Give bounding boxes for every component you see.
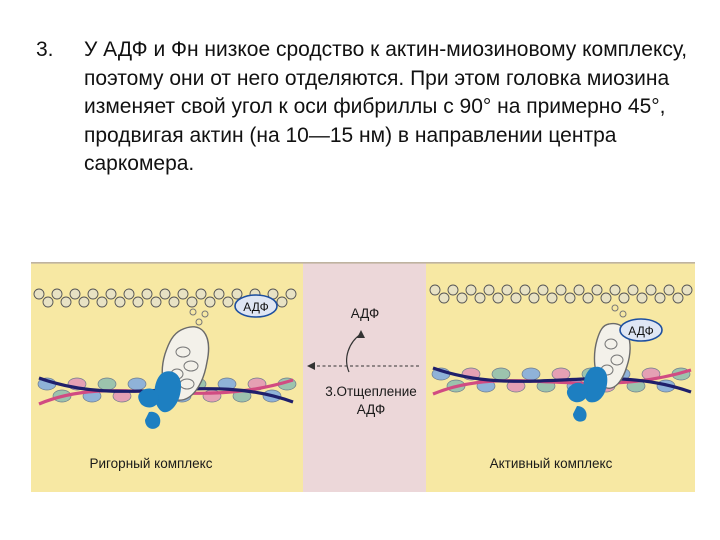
released-adp-label: АДФ (351, 306, 380, 321)
left-adp-badge: АДФ (234, 294, 278, 318)
transition-arrowhead (307, 362, 315, 370)
right-myosin-head (566, 304, 631, 422)
left-myosin-head (138, 308, 210, 429)
actomyosin-cycle-figure: АДФ Ригорный комплекс АДФ 3.Отщепление А… (31, 262, 695, 492)
right-panel-label: Активный комплекс (490, 456, 613, 471)
left-actin-filament (33, 288, 297, 308)
left-adp-badge-label: АДФ (243, 300, 268, 314)
step-label-line1: 3.Отщепление (325, 384, 417, 399)
list-item-number: 3. (36, 38, 54, 61)
right-adp-badge: АДФ (619, 318, 663, 342)
list-item-text: У АДФ и Фн низкое сродство к актин-миози… (84, 38, 688, 175)
right-actin-filament (429, 284, 693, 304)
right-adp-badge-label: АДФ (628, 324, 653, 338)
release-arrowhead (357, 330, 365, 338)
step-label-line2: АДФ (357, 402, 386, 417)
left-panel-label: Ригорный комплекс (90, 456, 213, 471)
